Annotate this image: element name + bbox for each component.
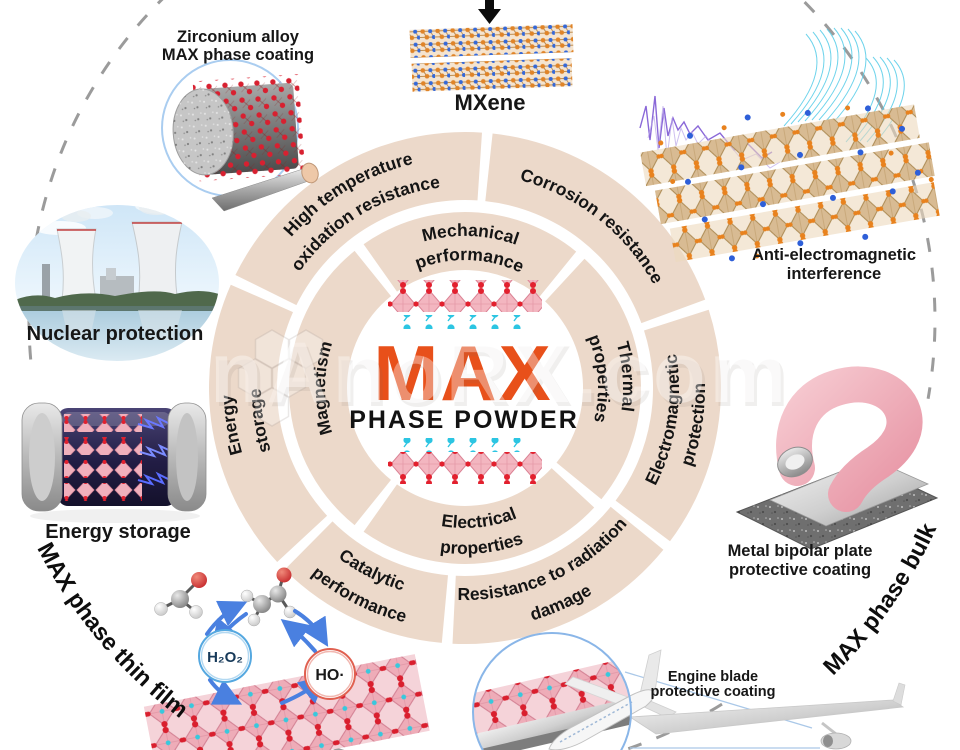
watermark: nAnoRX.com nAnoRX.com [210,325,793,427]
down-arrow-icon [485,0,494,10]
watermark-text: nAnoRX.com [210,325,790,421]
inner-segment-mechanical [363,212,577,297]
center-crystal-strip-bottom [388,452,542,484]
inner-segment-thermal [545,258,641,500]
emi-crystal-slabs [640,104,940,263]
outer-segment-radiation [452,506,664,645]
anti-emi-label-line1: Anti-electromagnetic [752,246,916,264]
anti-emi-label-line2: interference [787,265,881,283]
h2o2-label: H₂O₂ [207,649,243,666]
nuclear-label: Nuclear protection [27,323,204,345]
zirconium-label-line2: MAX phase coating [162,46,314,64]
engine-zoom-circle [472,632,632,750]
ho-badge: HO· [304,648,356,700]
inner-segment-magnetism [288,250,391,526]
ho-label: HO· [315,667,344,684]
mxene-illustration: MXene [409,0,574,115]
bipolar-label-line2: protective coating [729,561,871,579]
battery-illustration: Energy storage [21,402,207,543]
outer-segment-corrosion [485,133,706,324]
center-cyan-dots-top [396,315,534,329]
anti-emi-illustration: Anti-electromagnetic interference [639,27,940,283]
h2o2-badge: H₂O₂ [198,629,252,683]
catalysis-arrows [205,600,329,705]
bipolar-plate-illustration: Metal bipolar plate protective coating [728,366,939,579]
engine-label-line1: Engine blade [668,669,758,685]
center-title: MAX [373,329,552,417]
center-subtitle: PHASE POWDER [349,406,579,434]
catalysis-crystal-sheet [143,654,430,750]
bipolar-label-line1: Metal bipolar plate [728,542,873,560]
outer-segment-high-temp [235,132,482,306]
outer-segment-catalytic [284,521,448,643]
molecule-b [240,567,297,627]
center-core: MAX PHASE POWDER [349,280,579,484]
molecule-a [154,572,207,619]
svg-text:MAX phase thin film: MAX phase thin film [32,538,193,723]
center-cyan-dots-bottom [396,438,534,452]
thin-film-arc-label: MAX phase thin film [32,538,193,723]
nuclear-illustration: Nuclear protection [15,205,219,361]
inner-segment-electrical [363,468,595,564]
zirconium-illustration: Zirconium alloy MAX phase coating [161,28,319,212]
catalysis-illustration: H₂O₂ HO· [143,567,430,750]
zirconium-label-line1: Zirconium alloy [177,28,300,46]
center-crystal-strip-top [388,280,542,312]
outer-segment-electromagnetic [615,309,721,542]
inner-ring [288,212,641,564]
engine-blade-illustration: Engine blade protective coating [472,632,906,750]
mxene-label: MXene [455,90,526,115]
engine-label-line2: protective coating [651,684,776,700]
airplane [548,649,906,750]
energy-storage-label: Energy storage [45,521,191,543]
watermark-shadow-text: nAnoRX.com [213,329,793,425]
